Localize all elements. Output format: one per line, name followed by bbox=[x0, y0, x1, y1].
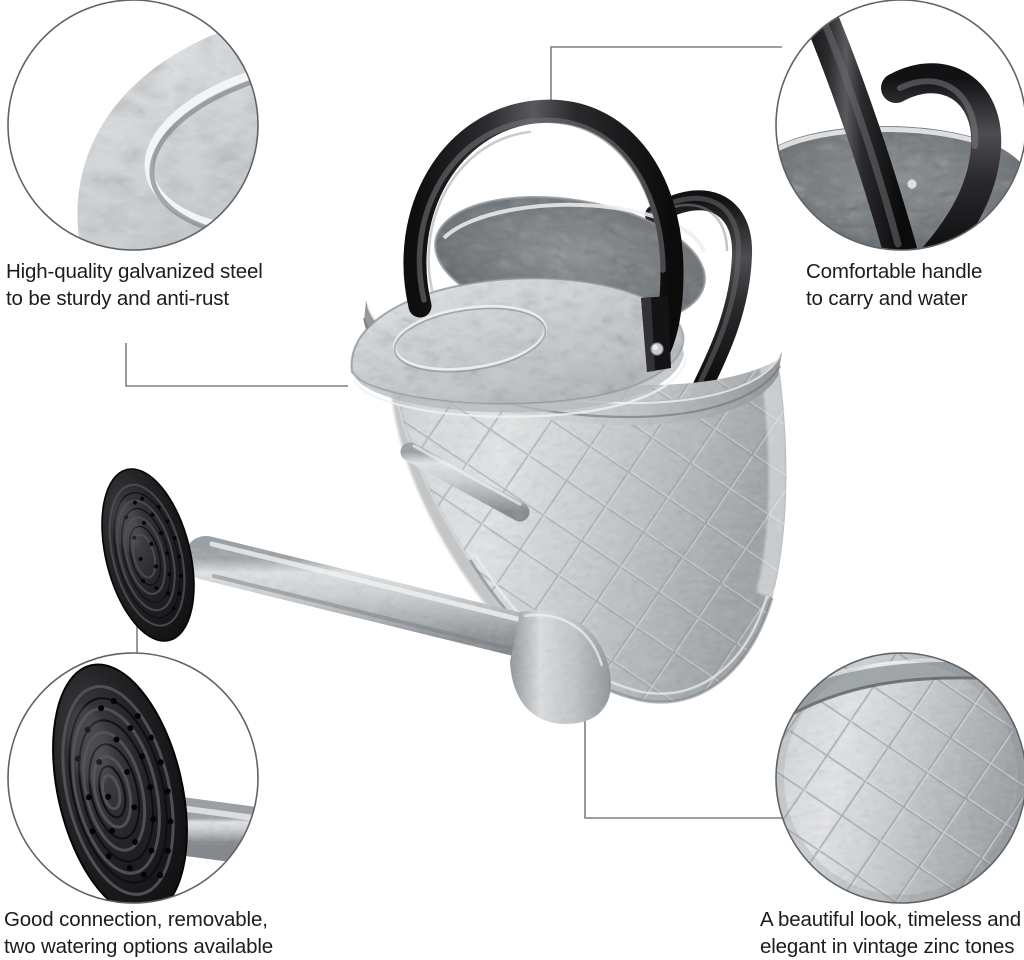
callout-outline-top-right bbox=[775, 0, 1024, 251]
handle-mount-bracket bbox=[641, 296, 671, 372]
pour-spout-assembly bbox=[184, 442, 611, 724]
caption-bottom-right: A beautiful look, timeless and elegant i… bbox=[760, 908, 1022, 958]
main-carry-handle bbox=[403, 99, 684, 364]
callout-outline-bottom-right bbox=[775, 652, 1024, 904]
can-lid bbox=[350, 277, 688, 418]
callout-circle-bottom-left bbox=[7, 652, 259, 904]
watering-can-product bbox=[101, 99, 787, 724]
callout-circle-bottom-right bbox=[775, 652, 1024, 904]
caption-bottom-left: Good connection, removable, two watering… bbox=[4, 908, 273, 958]
caption-top-left: High-quality galvanized steel to be stur… bbox=[6, 260, 263, 310]
leader-line-top-right bbox=[550, 46, 782, 122]
caption-top-right: Comfortable handle to carry and water bbox=[806, 260, 983, 310]
leader-line-top-left bbox=[125, 343, 348, 387]
callout-outline-top-left bbox=[7, 0, 259, 251]
callout-outline-bottom-left bbox=[7, 652, 259, 904]
sprinkler-rose bbox=[101, 468, 195, 642]
